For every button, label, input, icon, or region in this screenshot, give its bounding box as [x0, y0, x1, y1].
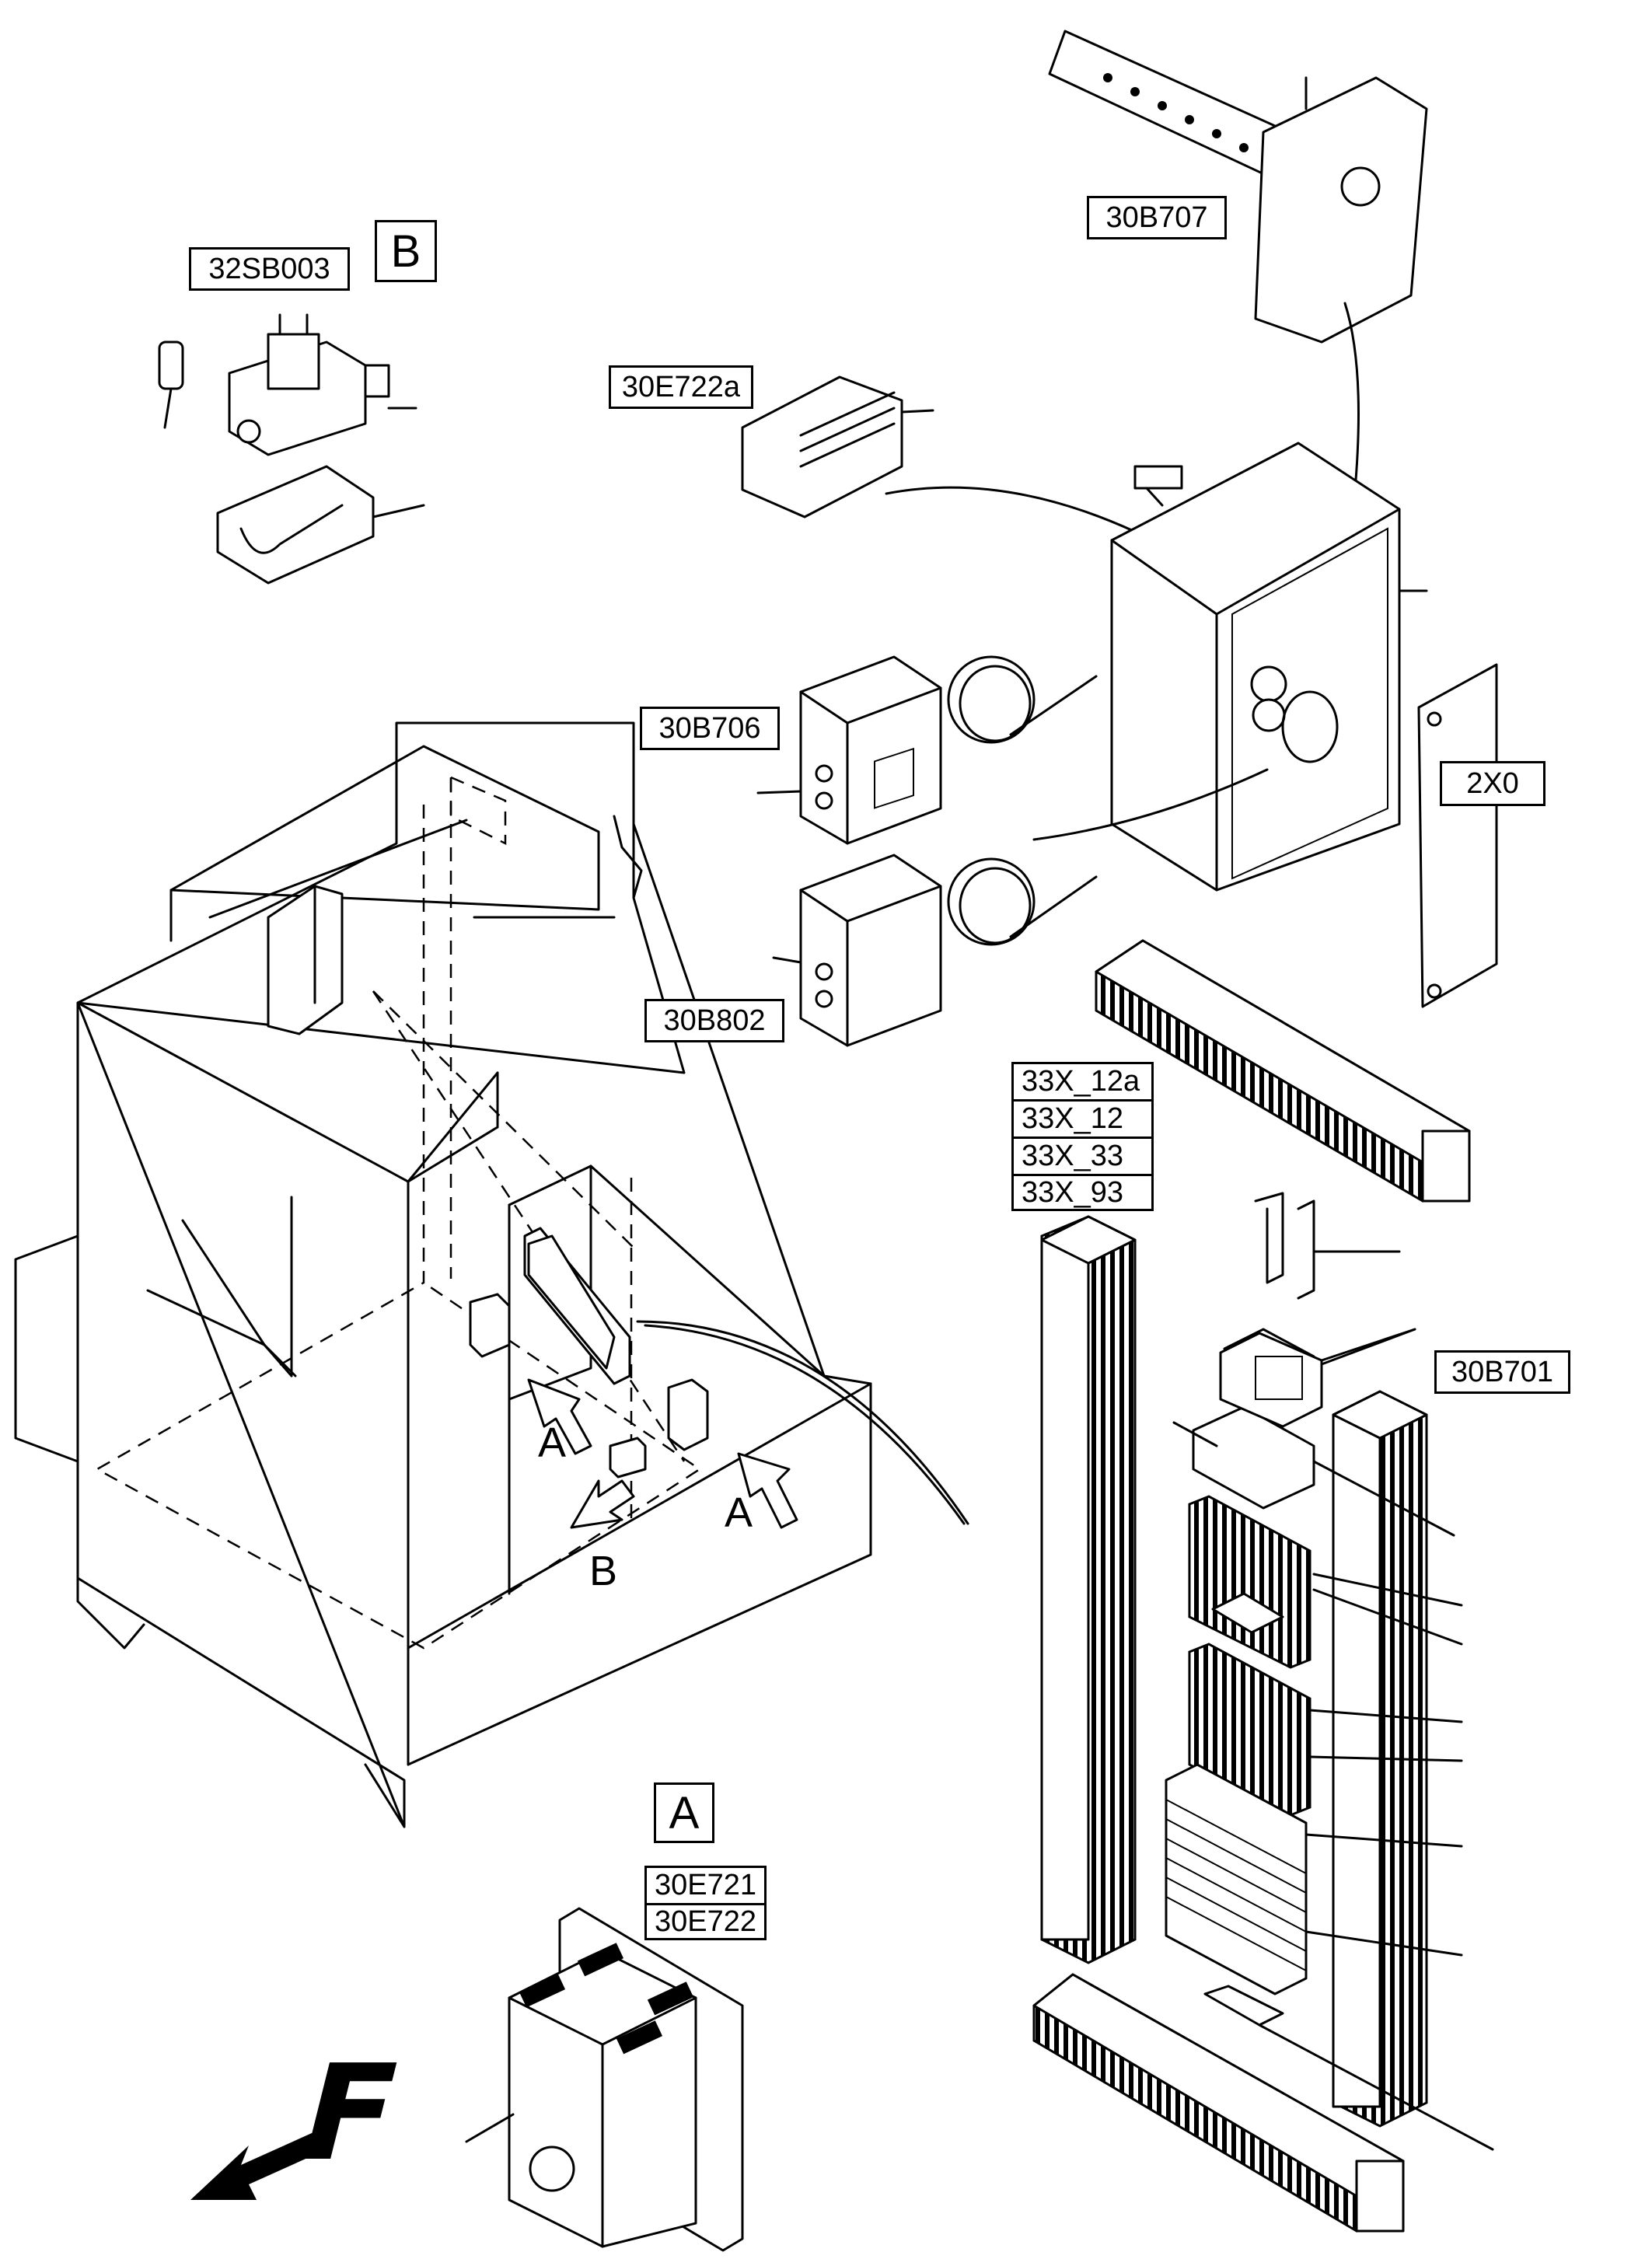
- part-label-30b802: 30B802: [644, 999, 784, 1042]
- detail-view-a-label: A: [654, 1782, 714, 1843]
- machine-housing: [14, 721, 969, 1828]
- part-label-30e721: 30E721: [644, 1866, 767, 1903]
- terminal-label: 33X_12: [1011, 1099, 1154, 1136]
- thermostat-30b802: [772, 854, 1098, 1047]
- cable-ducts: [1032, 939, 1471, 2233]
- front-direction-arrow: [190, 2130, 327, 2200]
- part-label-30b701: 30B701: [1434, 1350, 1570, 1394]
- part-label-30e722a: 30E722a: [609, 365, 753, 409]
- part-label-2x0: 2X0: [1440, 761, 1545, 806]
- pressure-switch-assembly: [158, 313, 425, 585]
- panel-heater: [465, 1907, 744, 2252]
- part-label-30b707: 30B707: [1087, 196, 1227, 239]
- detail-view-b-label: B: [375, 220, 437, 282]
- terminal-label-stack: 33X_12a 33X_12 33X_33 33X_93: [1011, 1062, 1154, 1211]
- heater-label-stack: 30E721 30E722: [644, 1866, 767, 1940]
- part-label-30e722: 30E722: [644, 1903, 767, 1940]
- terminal-label: 33X_12a: [1011, 1062, 1154, 1099]
- thermostat-30b706: [756, 655, 1269, 845]
- temperature-probe: [1048, 30, 1428, 577]
- view-marker-b: B: [589, 1548, 618, 1594]
- junction-box: [1110, 442, 1498, 1008]
- terminal-label: 33X_33: [1011, 1136, 1154, 1174]
- view-marker-a-right: A: [725, 1489, 753, 1536]
- part-label-30b706: 30B706: [640, 707, 780, 750]
- thermostat-30b701: [1219, 1328, 1416, 1428]
- part-label-32sb003: 32SB003: [189, 247, 350, 291]
- terminal-block-stack: [1165, 1328, 1494, 2151]
- terminal-label: 33X_93: [1011, 1174, 1154, 1211]
- view-marker-a-left: A: [538, 1419, 567, 1466]
- heater-strip: [741, 375, 1191, 561]
